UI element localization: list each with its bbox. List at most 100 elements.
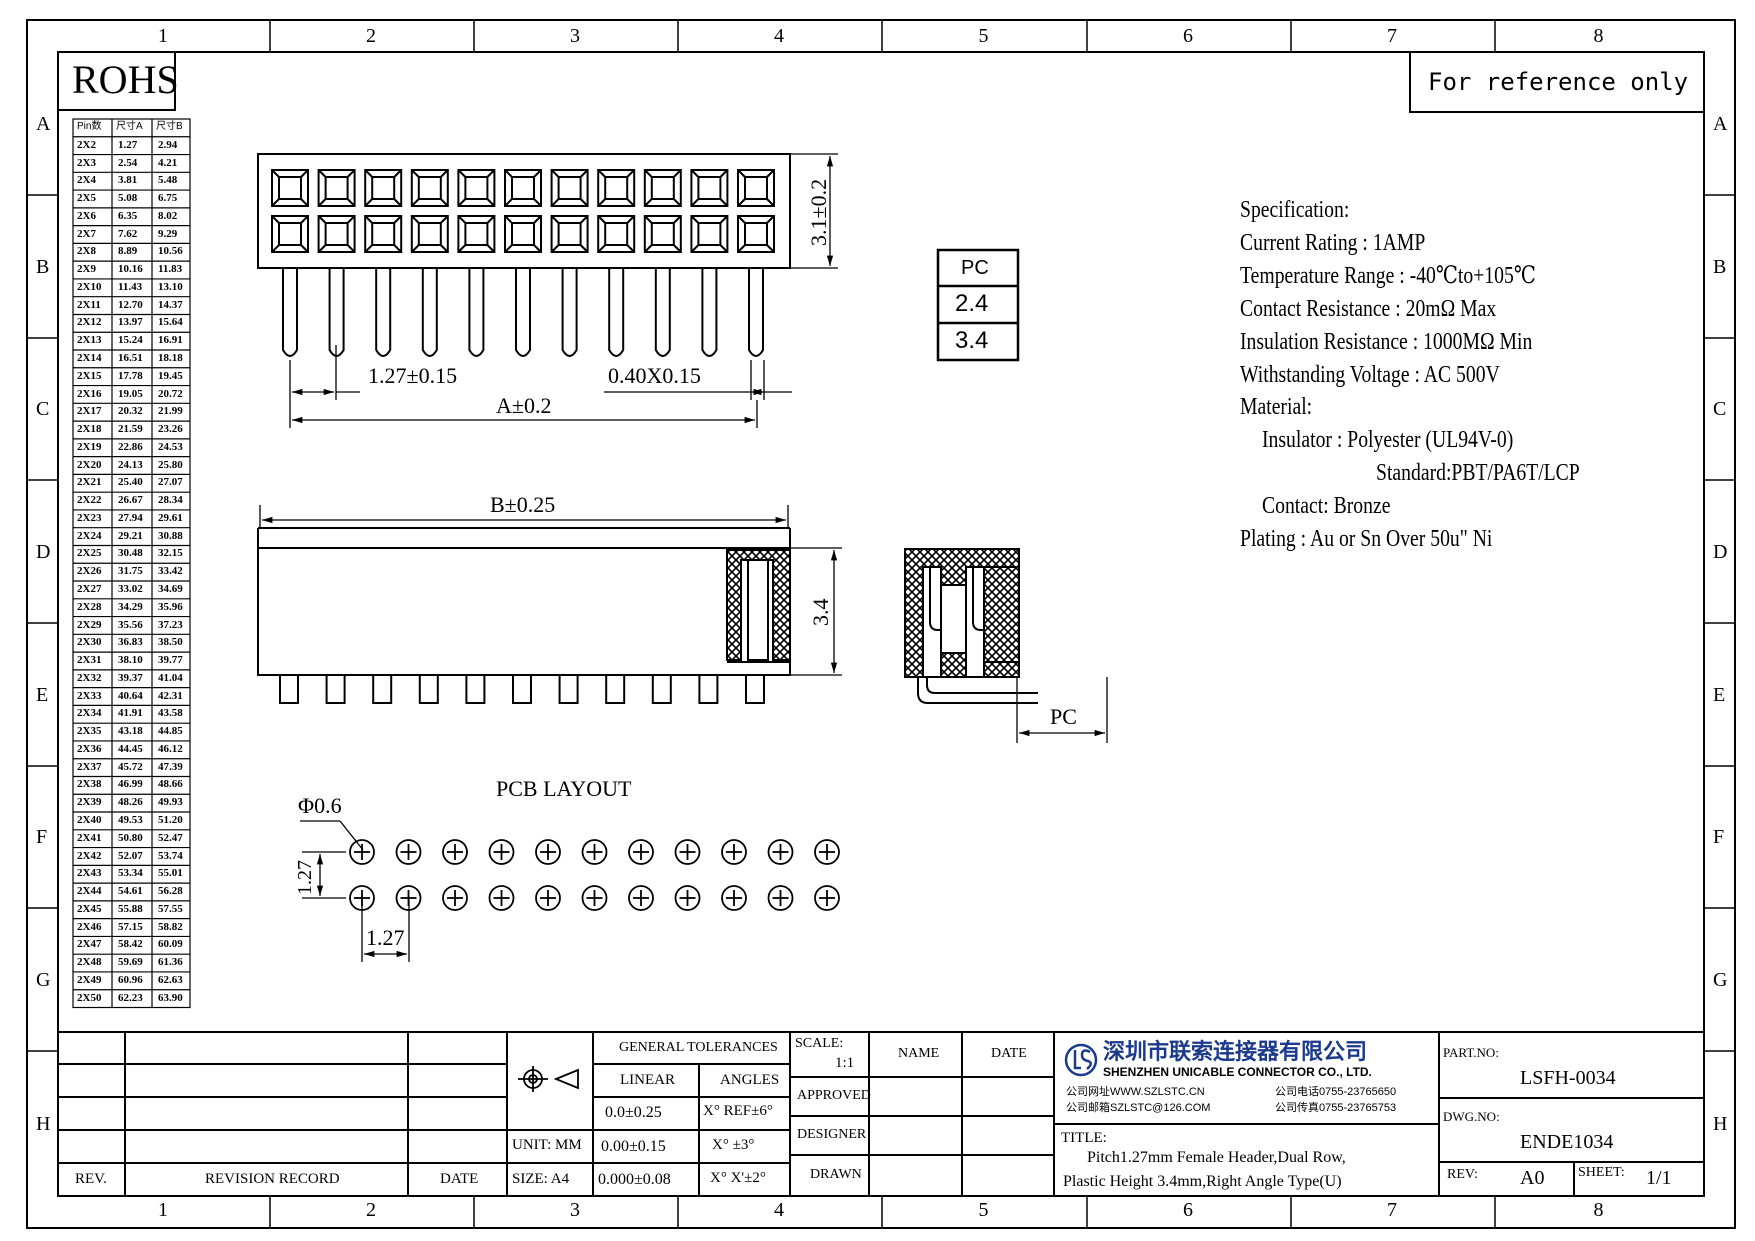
socket-window-corner <box>766 169 775 178</box>
pin-table-cell: 30.88 <box>158 529 183 542</box>
column-label-bottom: 6 <box>1183 1199 1193 1221</box>
pin-table-cell: 2X43 <box>77 867 102 880</box>
socket-window-corner <box>737 198 746 207</box>
pin-table-cell: 50.80 <box>118 831 143 844</box>
pin-table-cell: 10.56 <box>158 245 183 258</box>
pin-table-cell: 21.59 <box>118 423 143 436</box>
pin-table-cell: 6.35 <box>118 209 138 222</box>
pin-table-cell: 19.05 <box>118 387 143 400</box>
socket-window-corner <box>737 244 746 253</box>
socket-window-corner <box>597 198 606 207</box>
spec-line: Current Rating : 1AMP <box>1240 230 1426 256</box>
pcb-hole <box>349 839 375 865</box>
column-label-bottom: 7 <box>1387 1199 1397 1221</box>
socket-window-corner <box>364 244 373 253</box>
pin-table-cell: 25.80 <box>158 458 183 471</box>
socket-window-inner <box>417 176 442 200</box>
pin-table-cell: 56.28 <box>158 885 183 898</box>
pin-table-cell: 2X18 <box>77 423 102 436</box>
pcb-hole <box>581 839 608 865</box>
pcb-hole <box>581 885 608 911</box>
socket-window-inner <box>371 222 396 246</box>
pin-table-cell: 24.13 <box>118 458 143 471</box>
socket-window-corner <box>271 169 280 178</box>
pin-table-cell: 40.64 <box>118 689 143 702</box>
socket-window <box>597 169 636 207</box>
row-label-right: C <box>1713 398 1727 420</box>
row-label-left: C <box>36 398 50 420</box>
pcb-hole <box>535 885 561 911</box>
socket-window <box>317 215 356 253</box>
pin-table-cell: 60.09 <box>158 938 183 951</box>
spec-line: Insulation Resistance : 1000MΩ Min <box>1240 329 1533 355</box>
pin-table-cell: 62.63 <box>158 973 183 986</box>
socket-window-corner <box>626 244 635 253</box>
pin-table-cell: 52.07 <box>118 849 143 862</box>
spec-line: Specification: <box>1240 197 1350 223</box>
pcb-hole <box>674 839 701 865</box>
pin-size-dimension: 0.40X0.15 <box>608 363 701 388</box>
tb-tol-linear-3: 0.000±0.08 <box>598 1171 671 1188</box>
socket-window-corner <box>393 169 402 178</box>
pcb-hole <box>814 839 840 865</box>
pin-table-cell: 2X33 <box>77 689 102 702</box>
pin-table-cell: 51.20 <box>158 814 183 827</box>
tb-sheet-value: 1/1 <box>1646 1167 1672 1189</box>
row-label-right: E <box>1713 683 1726 706</box>
socket-window-corner <box>504 215 513 224</box>
pin-table-cell: 38.10 <box>118 654 143 667</box>
row-label-left: G <box>36 968 51 991</box>
pcb-hole <box>721 885 747 911</box>
socket-window-corner <box>719 198 729 207</box>
pin-table-cell: 26.67 <box>118 494 143 507</box>
pin-table-cell: 2X28 <box>77 600 102 613</box>
socket-window-inner <box>744 176 768 200</box>
tb-general-tolerances: GENERAL TOLERANCES <box>619 1040 778 1055</box>
pin-table-cell: 20.32 <box>118 405 143 418</box>
tb-tol-angle-3: X° X'±2° <box>710 1170 766 1186</box>
tb-tol-angle-1: X° REF±6° <box>703 1103 773 1119</box>
socket-window-corner <box>271 198 280 207</box>
pcb-hole <box>721 839 747 865</box>
top-pin <box>651 674 672 704</box>
socket-window-corner <box>719 169 729 178</box>
socket-window-corner <box>271 244 280 253</box>
side-view-dimensions <box>1016 677 1108 743</box>
socket-window-corner <box>346 198 356 207</box>
pin-table-cell: 31.75 <box>118 565 143 578</box>
socket-window-corner <box>300 244 309 253</box>
pin-table-cell: 57.55 <box>158 902 183 915</box>
pin-table-cell: 21.99 <box>158 405 183 418</box>
row-label-right: A <box>1713 112 1728 135</box>
tb-website: 公司网址WWW.SZLSTC.CN <box>1066 1086 1205 1098</box>
tb-scale-label: SCALE: <box>795 1036 844 1051</box>
spec-line: Contact: Bronze <box>1262 493 1391 519</box>
pin-table-cell: 38.50 <box>158 636 183 649</box>
socket-window-corner <box>719 215 729 224</box>
socket-window-inner <box>511 176 535 200</box>
socket-window-inner <box>604 222 629 246</box>
pin-table-cell: 2.94 <box>158 138 178 151</box>
socket-window <box>410 215 449 253</box>
socket-window-inner <box>557 176 582 200</box>
pin-table-cell: 8.89 <box>118 245 138 258</box>
tb-size: SIZE: A4 <box>512 1171 570 1187</box>
pin-table-cell: 2X14 <box>77 352 102 364</box>
pcb-dimensions <box>300 820 410 962</box>
pin-table-cell: 2X17 <box>77 405 102 418</box>
pin-table-cell: 57.15 <box>118 920 143 933</box>
pcb-hole <box>442 839 468 865</box>
pin-table-cell: 5.08 <box>118 192 138 205</box>
socket-window-corner <box>457 244 467 253</box>
pin-table-grid <box>72 118 191 1009</box>
pin-table-cell: 35.56 <box>118 618 143 631</box>
socket-window <box>504 169 542 207</box>
pin-table-cell: 41.04 <box>158 671 183 684</box>
socket-window <box>504 215 542 253</box>
pin-table-header: Pin数 <box>77 121 102 132</box>
socket-window-corner <box>690 169 700 178</box>
socket-window-corner <box>300 198 309 207</box>
socket-window-corner <box>504 244 513 253</box>
pin-table-cell: 27.94 <box>118 511 143 524</box>
